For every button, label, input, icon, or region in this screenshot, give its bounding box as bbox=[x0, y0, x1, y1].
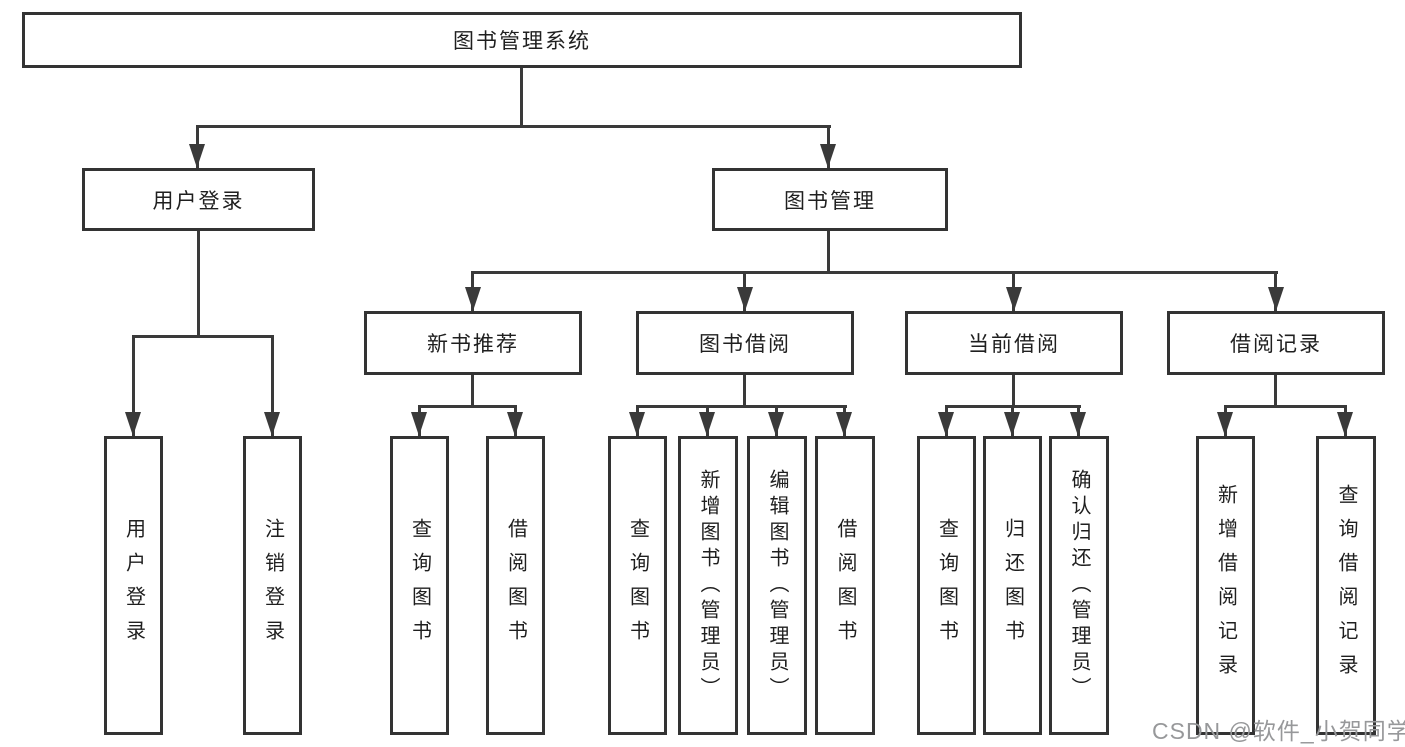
node-user-login: 用户登录 bbox=[82, 168, 315, 231]
node-label: 图书借阅 bbox=[699, 333, 791, 356]
node-label: 图书管理 bbox=[784, 189, 876, 213]
node-label: 借阅记录 bbox=[1230, 333, 1322, 356]
node-label: 确认归还（管理员） bbox=[1068, 468, 1090, 703]
node-leaf-add-borrow-record: 新增借阅记录 bbox=[1196, 436, 1255, 735]
arrowhead-down-icon bbox=[1070, 412, 1086, 436]
node-leaf-edit-book-admin: 编辑图书（管理员） bbox=[747, 436, 807, 735]
node-label: 编辑图书（管理员） bbox=[766, 468, 788, 703]
node-leaf-borrow-books-recommend: 借阅图书 bbox=[486, 436, 545, 735]
node-label: 归还图书 bbox=[1001, 517, 1024, 654]
connector-stem bbox=[132, 335, 135, 436]
node-leaf-add-book-admin: 新增图书（管理员） bbox=[678, 436, 738, 735]
watermark: CSDN @软件_小贺同学 bbox=[1152, 718, 1405, 744]
connector-bar bbox=[418, 405, 517, 408]
node-new-book-recommend: 新书推荐 bbox=[364, 311, 582, 375]
connector-bar bbox=[1224, 405, 1347, 408]
connector-stem bbox=[827, 231, 830, 274]
node-root: 图书管理系统 bbox=[22, 12, 1022, 68]
arrowhead-down-icon bbox=[938, 412, 954, 436]
connector-stem bbox=[197, 231, 200, 337]
arrowhead-down-icon bbox=[820, 144, 836, 168]
arrowhead-down-icon bbox=[737, 287, 753, 311]
arrowhead-down-icon bbox=[768, 412, 784, 436]
node-book-management: 图书管理 bbox=[712, 168, 948, 231]
node-label: 用户登录 bbox=[122, 517, 145, 654]
node-leaf-query-books-current: 查询图书 bbox=[917, 436, 976, 735]
node-label: 借阅图书 bbox=[834, 517, 856, 654]
arrowhead-down-icon bbox=[507, 412, 523, 436]
arrowhead-down-icon bbox=[411, 412, 427, 436]
node-label: 图书管理系统 bbox=[453, 30, 591, 53]
node-label: 借阅图书 bbox=[504, 517, 527, 654]
arrowhead-down-icon bbox=[264, 412, 280, 436]
connector-stem bbox=[743, 375, 746, 407]
connector-stem bbox=[1274, 375, 1277, 407]
arrowhead-down-icon bbox=[189, 144, 205, 168]
node-leaf-return-book: 归还图书 bbox=[983, 436, 1042, 735]
node-label: 新增借阅记录 bbox=[1214, 483, 1237, 688]
arrowhead-down-icon bbox=[1337, 412, 1353, 436]
node-borrow-records: 借阅记录 bbox=[1167, 311, 1385, 375]
node-leaf-user-login: 用户登录 bbox=[104, 436, 163, 735]
connector-stem bbox=[271, 335, 274, 436]
arrowhead-down-icon bbox=[465, 287, 481, 311]
node-leaf-logout: 注销登录 bbox=[243, 436, 302, 735]
node-label: 用户登录 bbox=[152, 189, 245, 213]
connector-bar bbox=[132, 335, 274, 338]
node-book-borrow: 图书借阅 bbox=[636, 311, 854, 375]
connector-stem bbox=[1012, 375, 1015, 407]
node-label: 查询图书 bbox=[935, 517, 958, 654]
node-leaf-query-books-recommend: 查询图书 bbox=[390, 436, 449, 735]
node-label: 当前借阅 bbox=[968, 333, 1060, 356]
arrowhead-down-icon bbox=[1268, 287, 1284, 311]
connector-stem bbox=[520, 68, 523, 127]
node-label: 查询图书 bbox=[626, 517, 649, 654]
arrowhead-down-icon bbox=[125, 412, 141, 436]
arrowhead-down-icon bbox=[1217, 412, 1233, 436]
node-leaf-confirm-return-admin: 确认归还（管理员） bbox=[1049, 436, 1109, 735]
arrowhead-down-icon bbox=[629, 412, 645, 436]
connector-bar bbox=[471, 271, 1278, 274]
node-leaf-query-books-borrow: 查询图书 bbox=[608, 436, 667, 735]
arrowhead-down-icon bbox=[836, 412, 852, 436]
connector-bar bbox=[636, 405, 847, 408]
connector-stem bbox=[471, 375, 474, 407]
node-label: 新增图书（管理员） bbox=[697, 468, 719, 703]
arrowhead-down-icon bbox=[1004, 412, 1020, 436]
node-leaf-borrow-books-borrow: 借阅图书 bbox=[815, 436, 875, 735]
node-label: 新书推荐 bbox=[427, 333, 519, 356]
node-label: 查询图书 bbox=[408, 517, 431, 654]
connector-bar bbox=[196, 125, 831, 128]
node-label: 注销登录 bbox=[261, 517, 284, 654]
arrowhead-down-icon bbox=[1006, 287, 1022, 311]
node-current-borrow: 当前借阅 bbox=[905, 311, 1123, 375]
node-label: 查询借阅记录 bbox=[1335, 483, 1357, 688]
node-leaf-query-borrow-record: 查询借阅记录 bbox=[1316, 436, 1376, 735]
arrowhead-down-icon bbox=[699, 412, 715, 436]
